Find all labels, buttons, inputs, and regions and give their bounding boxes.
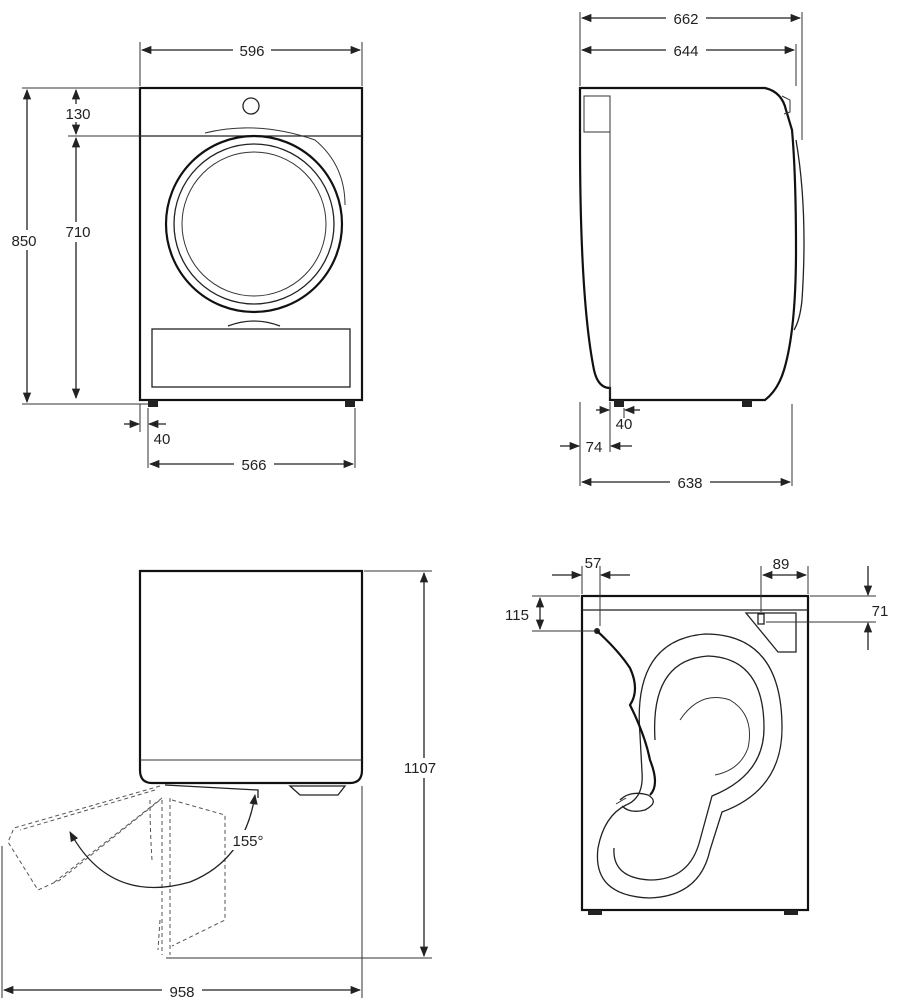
dim-front-total-height-label: 850 <box>11 233 36 250</box>
side-view: 662 644 40 74 638 <box>560 8 805 492</box>
dim-rear-hose-top-label: 115 <box>505 607 529 624</box>
dim-rear-vent-top-label: 71 <box>872 603 889 620</box>
dim-open-height: 1107 <box>166 570 444 959</box>
side-foot-front <box>742 400 752 407</box>
door-hinge-plate <box>164 784 259 798</box>
rear-foot-left <box>588 910 602 915</box>
front-foot-right <box>345 400 355 407</box>
rear-view: 57 89 115 71 <box>505 555 888 915</box>
dim-open-depth: 958 <box>1 786 363 1000</box>
door-handle <box>288 785 347 796</box>
door-angle-label: 155° <box>232 833 263 850</box>
dim-side-rear-offset-label: 74 <box>586 439 603 456</box>
dim-front-feet-span-label: 566 <box>241 457 266 474</box>
dim-rear-vent-top: 71 <box>766 566 888 650</box>
side-foot-rear <box>614 400 624 407</box>
dim-open-depth-label: 958 <box>169 984 194 1000</box>
front-door <box>164 127 346 327</box>
drain-hose <box>594 628 657 812</box>
dim-side-body-depth: 644 <box>580 40 797 86</box>
dim-side-body-depth-label: 644 <box>673 43 698 60</box>
dim-rear-hose-left-label: 57 <box>585 555 602 572</box>
open-door-dashed <box>7 785 226 955</box>
vent-nozzle <box>757 613 765 625</box>
dim-front-door-height-label: 710 <box>65 224 90 241</box>
dim-open-height-label: 1107 <box>404 760 436 777</box>
front-body <box>138 86 364 402</box>
side-body <box>578 86 798 402</box>
front-foot-left <box>148 400 158 407</box>
open-view-body <box>138 569 364 785</box>
dim-rear-hose-left: 57 <box>552 555 630 626</box>
dim-front-panel-height-label: 130 <box>65 106 90 123</box>
rear-foot-right <box>784 910 798 915</box>
dim-side-feet-offset-label: 40 <box>616 416 633 433</box>
program-knob-icon <box>242 97 260 115</box>
dim-side-base-depth-label: 638 <box>677 475 702 492</box>
filter-drawer <box>151 328 351 388</box>
dim-side-base-depth: 638 <box>580 404 793 492</box>
front-view: 596 850 130 710 40 <box>4 40 364 474</box>
dim-front-door-height: 710 <box>56 136 98 400</box>
dim-front-panel-height: 130 <box>58 88 140 137</box>
door-open-view: 155° 1107 958 <box>1 569 444 1000</box>
dim-side-total-depth: 662 <box>579 8 803 140</box>
dim-front-feet-span: 566 <box>148 408 356 474</box>
dim-front-feet-offset: 40 <box>124 404 170 468</box>
dim-front-feet-offset-label: 40 <box>154 431 171 448</box>
dim-rear-vent-right: 89 <box>760 556 809 612</box>
rear-drum-outline <box>596 633 783 899</box>
vent-box <box>744 612 797 653</box>
dim-side-total-depth-label: 662 <box>673 11 698 28</box>
door-angle-arc: 155° <box>69 793 270 889</box>
side-door-bulge <box>793 139 805 331</box>
dim-side-feet-offset: 40 <box>596 402 640 452</box>
dim-rear-hose-top: 115 <box>505 595 594 632</box>
dim-front-width: 596 <box>139 40 363 86</box>
dim-side-rear-offset: 74 <box>560 402 632 486</box>
dim-front-width-label: 596 <box>239 43 264 60</box>
rear-body <box>580 594 810 912</box>
dim-rear-vent-right-label: 89 <box>773 556 790 573</box>
side-knob <box>781 95 791 115</box>
dim-front-total-height: 850 <box>4 87 148 405</box>
